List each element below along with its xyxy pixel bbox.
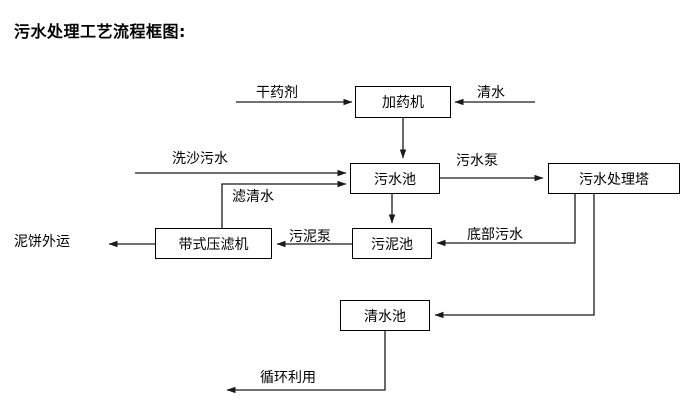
label-filtered-clear-water: 滤清水	[232, 189, 274, 205]
edge-tower-to-clean-water-pool	[434, 194, 595, 319]
edge-tower-bottom-sewage-to-sludge-pool	[436, 194, 576, 247]
label-clean-water-inlet: 清水	[477, 85, 505, 101]
node-label: 带式压滤机	[178, 236, 249, 253]
label-mud-cake-transport-out: 泥饼外运	[14, 234, 70, 250]
edge-clean-water-pool-to-recycle	[226, 331, 386, 394]
node-wastewater-pool[interactable]: 污水池	[350, 163, 440, 194]
node-label: 污水池	[374, 171, 416, 188]
label-sewage-pump: 污水泵	[456, 153, 498, 169]
page-title: 污水处理工艺流程框图:	[14, 22, 186, 41]
label-recycle-reuse: 循环利用	[260, 370, 316, 386]
label-dry-chemical: 干药剂	[256, 85, 298, 101]
label-bottom-sewage: 底部污水	[467, 227, 523, 243]
edge-filtrate-to-wastewater-pool	[221, 180, 347, 228]
node-label: 污泥池	[371, 236, 413, 253]
node-dosing-machine[interactable]: 加药机	[355, 86, 451, 118]
label-sludge-pump: 污泥泵	[289, 229, 331, 245]
node-belt-filter-press[interactable]: 带式压滤机	[155, 228, 272, 259]
node-label: 污水处理塔	[579, 171, 649, 188]
node-clean-water-pool[interactable]: 清水池	[340, 300, 430, 331]
label-sand-wash-sewage: 洗沙污水	[172, 151, 228, 167]
node-sludge-pool[interactable]: 污泥池	[352, 228, 432, 259]
node-treatment-tower[interactable]: 污水处理塔	[548, 163, 680, 194]
node-label: 清水池	[364, 308, 406, 325]
node-label: 加药机	[382, 95, 424, 111]
